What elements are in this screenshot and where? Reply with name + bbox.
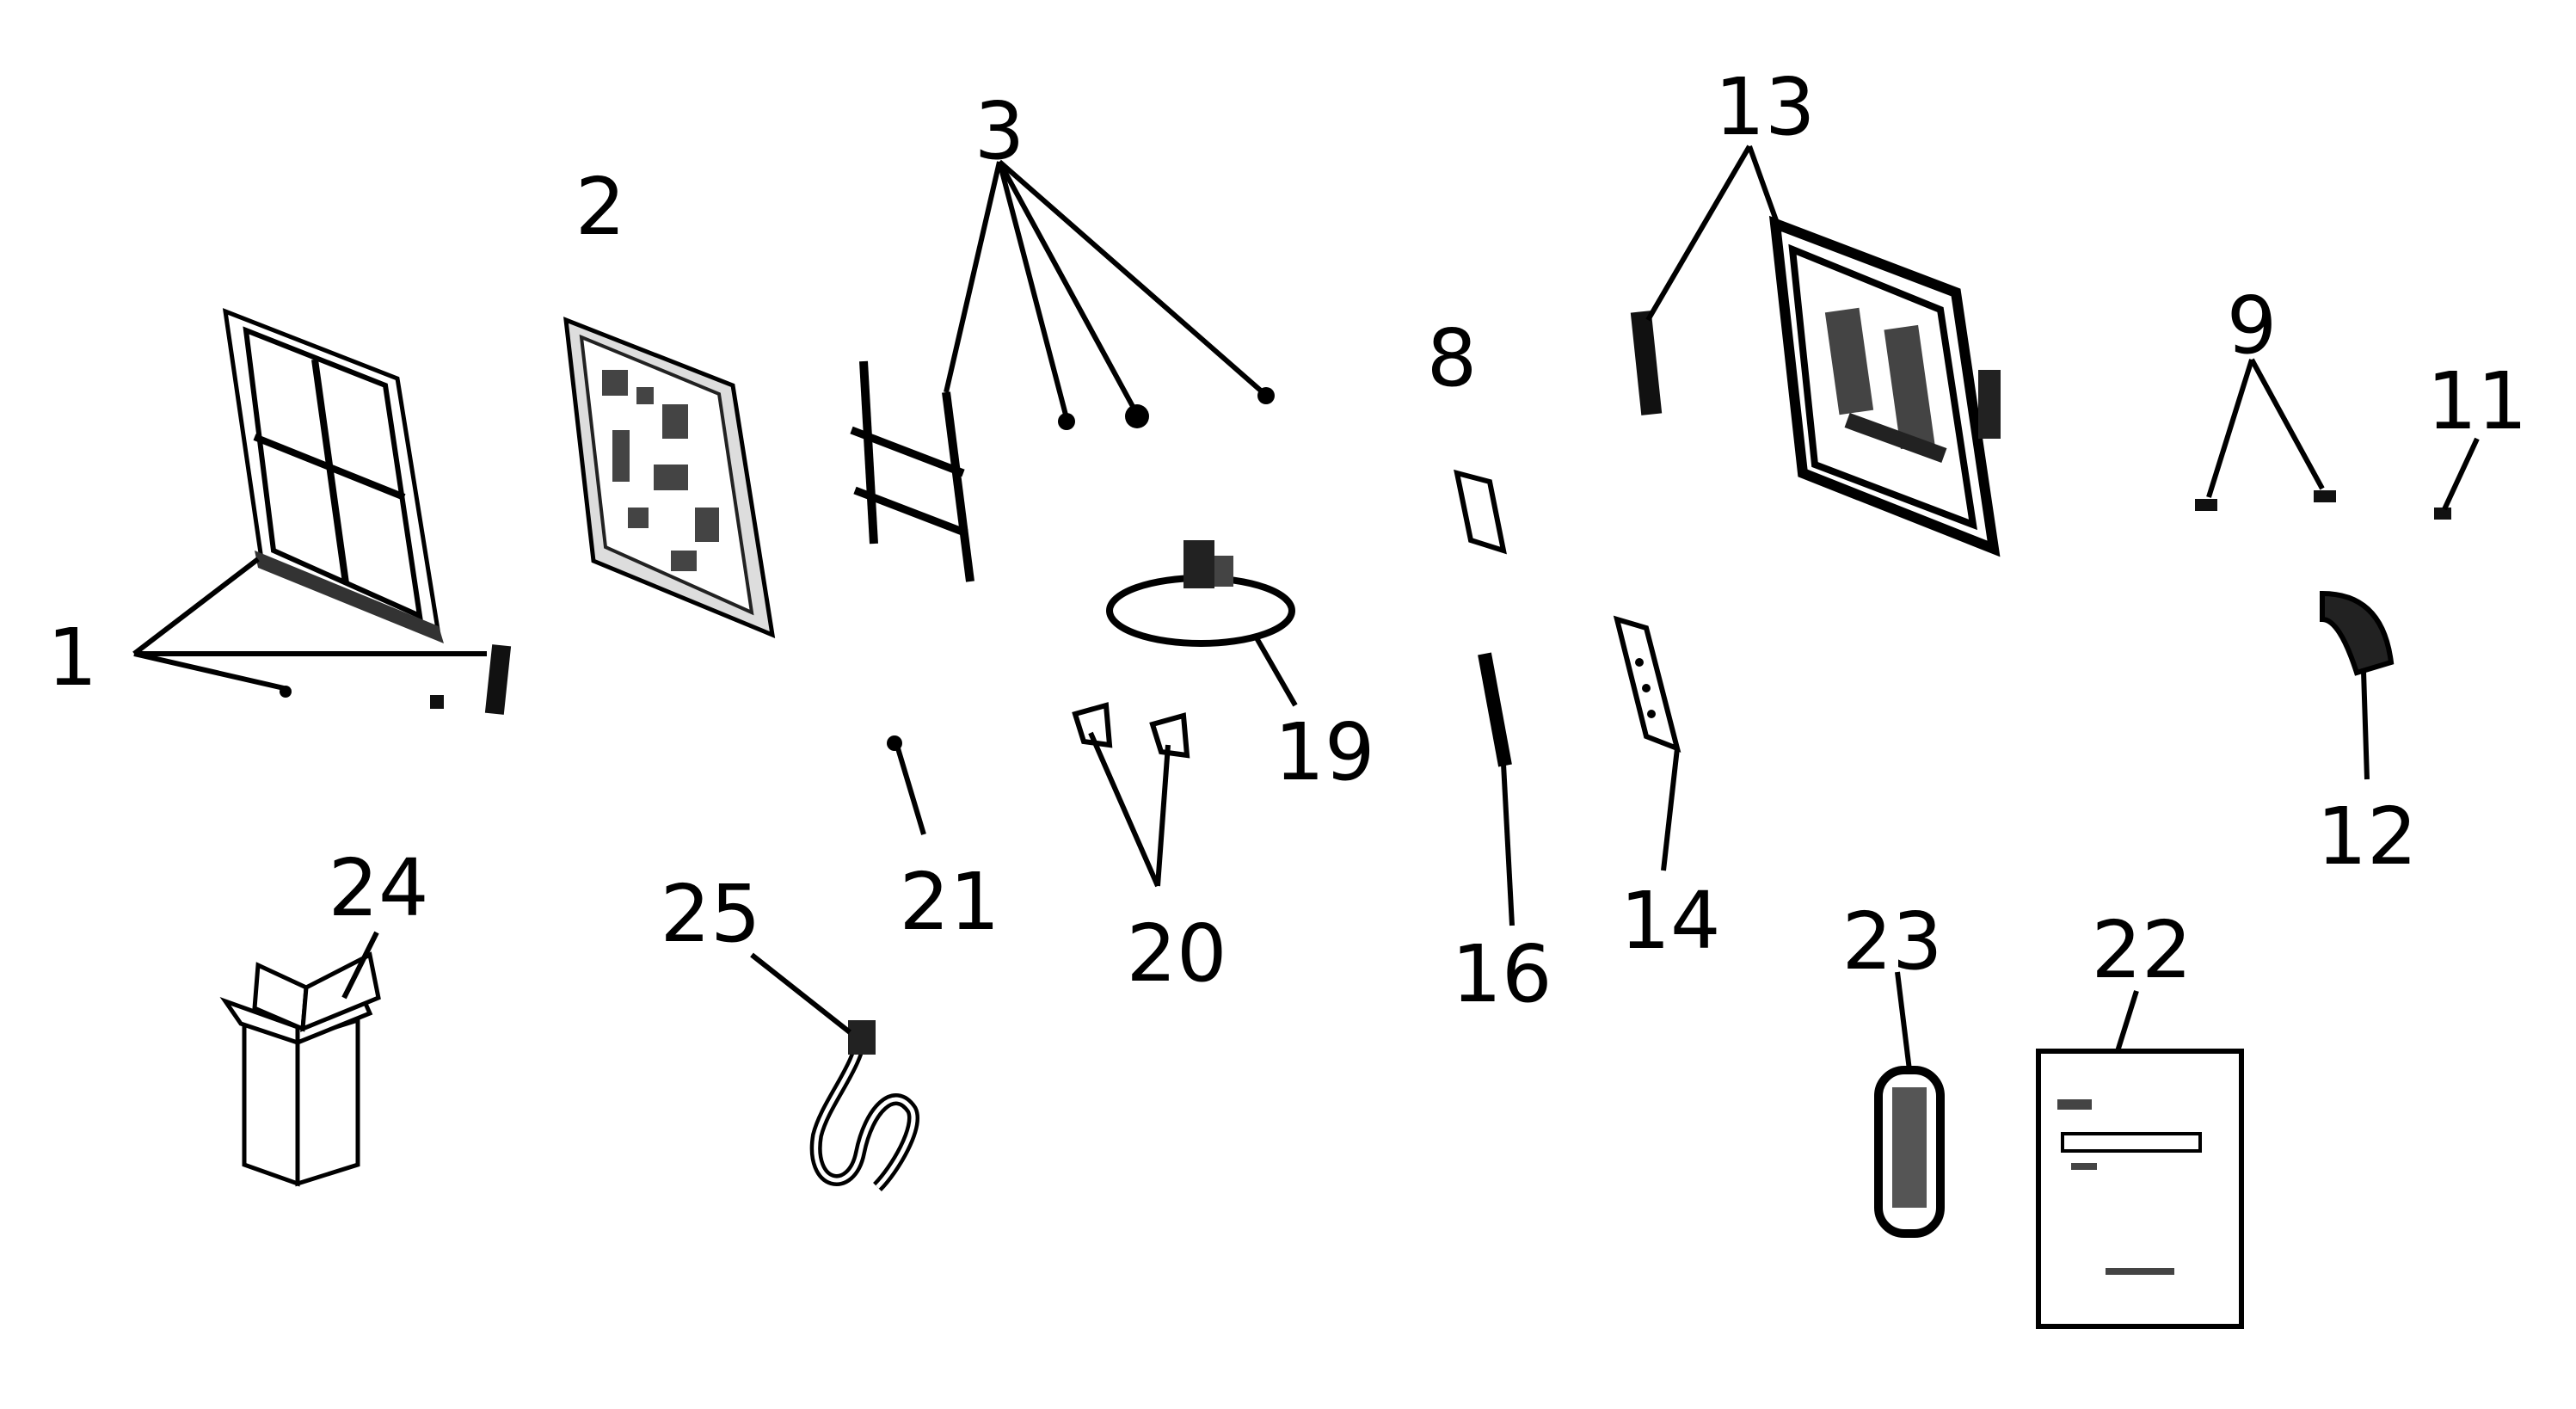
remote-control-icon: [1874, 1066, 1945, 1238]
callout-9: 9: [2227, 280, 2278, 372]
stand-base-icon: [1106, 540, 1295, 647]
callout-23: 23: [1841, 895, 1942, 988]
back-cover-icon: [1630, 215, 2001, 557]
callout-13: 13: [1714, 61, 1815, 153]
power-cord-icon: [809, 1020, 919, 1191]
speaker-icon: [2320, 590, 2395, 676]
callout-16: 16: [1451, 928, 1552, 1020]
callout-22: 22: [2091, 904, 2192, 996]
leader-lines: [132, 145, 2480, 1071]
lcd-panel-icon: [563, 317, 776, 639]
clip-pair-icon: [2195, 490, 2336, 511]
callout-19: 19: [1274, 706, 1374, 798]
user-manual-icon: [2036, 1049, 2244, 1329]
callout-1: 1: [47, 612, 98, 704]
callout-14: 14: [1620, 875, 1720, 967]
callout-21: 21: [899, 856, 999, 948]
callout-2: 2: [575, 161, 626, 253]
callout-8: 8: [1427, 312, 1478, 404]
small-screw-icon: [887, 735, 902, 751]
callout-11: 11: [2426, 355, 2527, 447]
callout-12: 12: [2316, 791, 2417, 883]
callout-20: 20: [1126, 908, 1227, 1000]
callout-3: 3: [974, 85, 1025, 177]
shipping-box-icon: [219, 951, 381, 1187]
callout-25: 25: [660, 868, 760, 960]
circuit-board-icon: [1454, 469, 1507, 555]
strip-board-icon: [1478, 652, 1512, 767]
front-bezel-icon: [222, 308, 512, 715]
hook-pair-icon: [1072, 702, 1190, 759]
bracket-and-screws-icon: [850, 360, 1275, 582]
key-board-icon: [1613, 615, 1681, 753]
callout-24: 24: [328, 842, 428, 934]
screw-icon: [2434, 508, 2451, 520]
